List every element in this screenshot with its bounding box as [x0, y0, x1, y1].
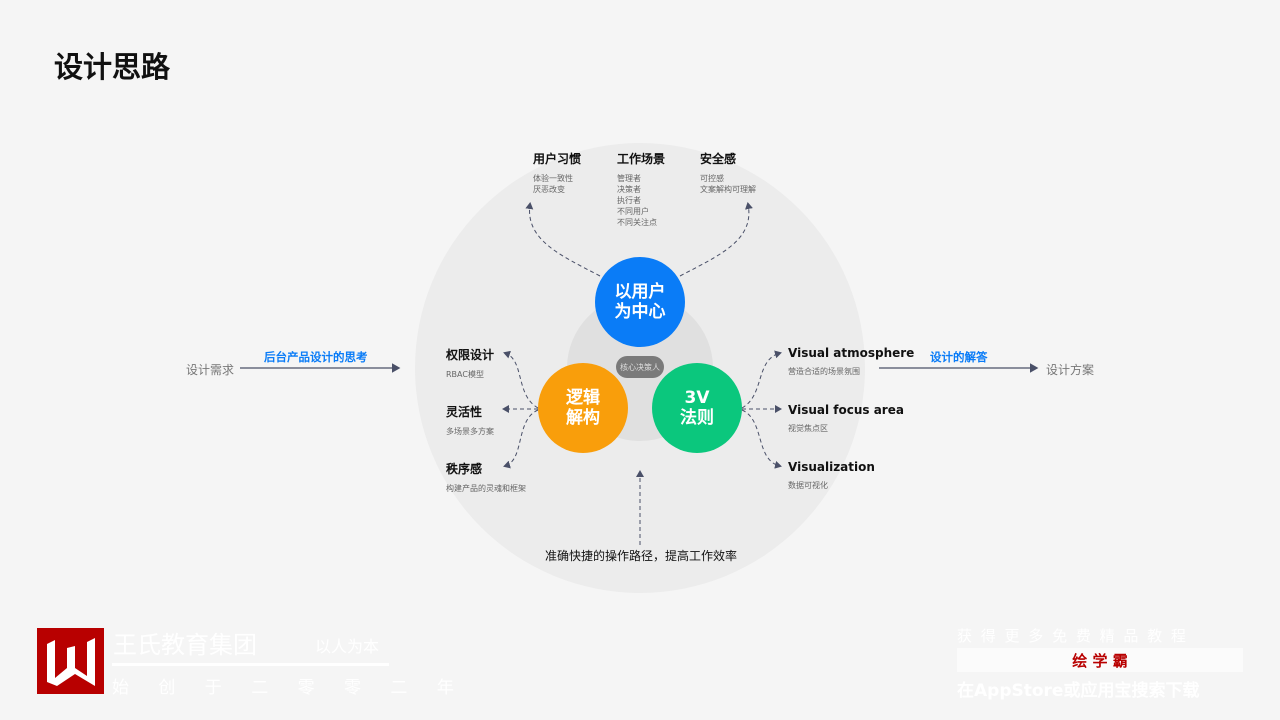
watermark-download: 在AppStore或应用宝搜索下载 — [957, 681, 1200, 701]
top-item-work-scene: 工作场景 管理者 决策者 执行者 不同用户 不同关注点 — [617, 150, 665, 228]
user-centered-circle: 以用户 为中心 — [595, 257, 685, 347]
item-title: Visual atmosphere — [788, 346, 915, 360]
company-logo — [37, 628, 104, 694]
item-sub: 营造合适的场景氛围 — [788, 367, 860, 376]
item-line: 不同用户 — [617, 207, 649, 216]
right-item-visual-focus: Visual focus area 视觉焦点区 — [788, 403, 904, 434]
core-decision-maker-badge: 核心决策人 — [616, 356, 664, 378]
item-title: 工作场景 — [617, 152, 666, 166]
watermark-promo: 获 得 更 多 免 费 精 品 教 程 — [957, 627, 1188, 645]
item-line: 体验一致性 — [533, 174, 573, 183]
flow-left-caption: 后台产品设计的思考 — [264, 350, 368, 364]
watermark-divider — [112, 663, 389, 666]
left-item-permission: 权限设计 RBAC模型 — [446, 346, 494, 380]
page-title: 设计思路 — [54, 50, 171, 84]
item-title: 秩序感 — [446, 462, 483, 476]
item-sub: 视觉焦点区 — [788, 424, 828, 433]
item-sub: RBAC模型 — [446, 370, 484, 379]
top-item-user-habits: 用户习惯 体验一致性 厌恶改变 — [533, 150, 581, 195]
item-line: 决策者 — [617, 185, 641, 194]
flow-output-label: 设计方案 — [1046, 363, 1095, 377]
bottom-goal-text: 准确快捷的操作路径，提高工作效率 — [545, 549, 738, 563]
3v-rule-circle: 3V 法则 — [652, 363, 742, 453]
logo-w-icon — [47, 638, 95, 686]
item-line: 文案解构可理解 — [700, 185, 756, 194]
item-title: 安全感 — [700, 152, 737, 166]
item-title: 权限设计 — [446, 348, 495, 362]
flow-input-label: 设计需求 — [186, 363, 235, 377]
item-line: 执行者 — [617, 196, 641, 205]
flow-right-caption: 设计的解答 — [930, 350, 988, 364]
item-line: 管理者 — [617, 174, 641, 183]
right-item-visual-atmosphere: Visual atmosphere 营造合适的场景氛围 — [788, 346, 914, 377]
watermark-motto: 以人为本 — [315, 637, 380, 656]
watermark-brand: 绘 学 霸 — [957, 648, 1243, 672]
item-line: 厌恶改变 — [533, 185, 565, 194]
watermark-company: 王氏教育集团 — [113, 631, 257, 659]
top-item-security: 安全感 可控感 文案解构可理解 — [700, 150, 756, 195]
item-line: 可控感 — [700, 174, 724, 183]
item-title: 灵活性 — [446, 405, 483, 419]
logic-deconstruct-circle: 逻辑 解构 — [538, 363, 628, 453]
watermark-since: 始 创 于 二 零 零 二 年 — [112, 678, 466, 698]
right-item-visualization: Visualization 数据可视化 — [788, 460, 875, 491]
left-item-order: 秩序感构建产品的灵魂和框架 — [446, 460, 526, 494]
item-title: Visual focus area — [788, 403, 904, 417]
item-line: 不同关注点 — [617, 218, 657, 227]
item-sub: 数据可视化 — [788, 481, 828, 490]
item-sub: 构建产品的灵魂和框架 — [446, 484, 526, 493]
item-sub: 多场景多方案 — [446, 427, 494, 436]
left-item-flexibility: 灵活性多场景多方案 — [446, 403, 494, 437]
item-title: Visualization — [788, 460, 875, 474]
item-title: 用户习惯 — [533, 152, 582, 166]
